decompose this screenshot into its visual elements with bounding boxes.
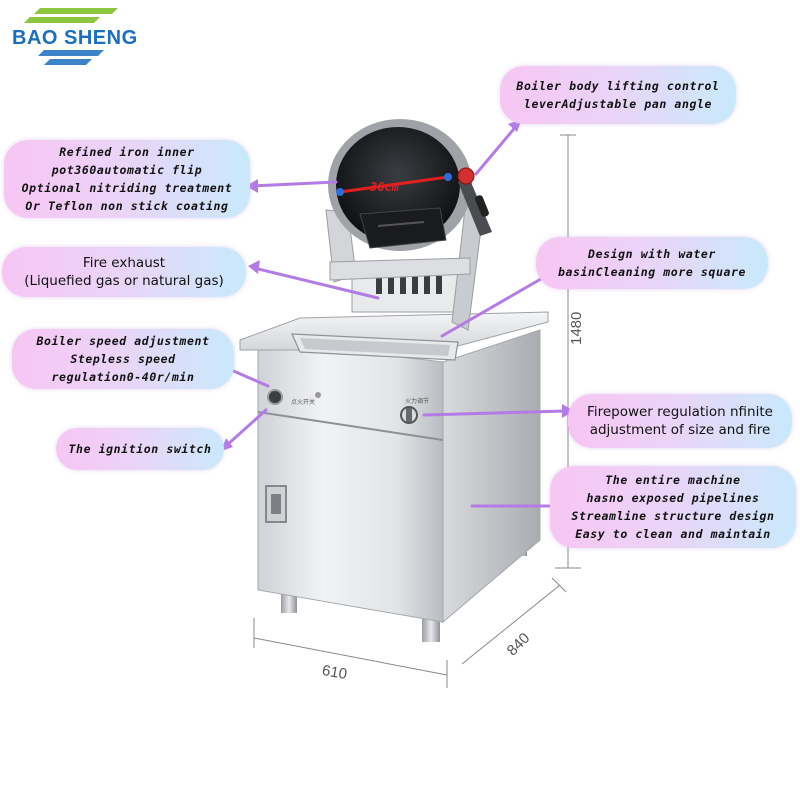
arrow-exhaust	[252, 266, 380, 300]
door-latch	[271, 494, 281, 514]
callout-structure-line-4: Easy to clean and maintain	[575, 527, 771, 541]
callout-pot-line-4: Or Teflon non stick coating	[25, 199, 229, 213]
callout-basin-line-1: Design with water	[588, 247, 716, 261]
callout-lever-line-2: leverAdjustable pan angle	[523, 97, 713, 111]
callout-structure-line-1: The entire machine	[605, 473, 741, 487]
callout-structure-line-3: Streamline structure design	[571, 509, 775, 523]
pot-paddle-edge	[377, 221, 425, 227]
water-basin-inner	[300, 338, 450, 356]
callout-structure-line-2: hasno exposed pipelines	[586, 491, 760, 505]
pot-diameter-line	[339, 175, 449, 194]
arrow-pot	[250, 180, 338, 188]
callout-pot-line-3: Optional nitriding treatment	[21, 181, 233, 195]
panel-label-left: 点火开关	[291, 398, 315, 406]
arrow-lever	[474, 122, 520, 176]
arrow-ignition	[224, 408, 268, 448]
lever-grip[interactable]	[474, 194, 490, 217]
callout-exhaust-line-1: Fire exhaust	[82, 255, 166, 271]
cabinet-side	[442, 329, 541, 624]
callout-structure: The entire machine hasno exposed pipelin…	[550, 466, 796, 548]
cabinet-front	[257, 339, 444, 623]
frame-crossbar	[329, 257, 471, 281]
arrow-basin	[440, 274, 548, 338]
callout-exhaust: Fire exhaust (Liquefied gas or natural g…	[2, 247, 246, 297]
lever-knob[interactable]	[457, 167, 475, 185]
pot-paddle	[359, 207, 447, 249]
height-dimension-label: 1480	[568, 311, 585, 345]
callout-speed-line-2: Stepless speed	[70, 352, 176, 366]
logo-text: BAO SHENG	[12, 27, 138, 49]
callout-exhaust-line-2: (Liquefied gas or natural gas)	[24, 273, 224, 289]
callout-ignition: The ignition switch	[56, 428, 224, 470]
control-lever[interactable]	[458, 175, 492, 236]
callout-speed: Boiler speed adjustment Stepless speed r…	[12, 329, 234, 389]
diameter-end-right	[444, 173, 452, 181]
arrowhead-ignition	[221, 438, 233, 451]
arrowhead-exhaust	[248, 260, 260, 274]
callout-pot-line-2: pot360automatic flip	[51, 163, 203, 177]
depth-tick-top	[551, 577, 567, 593]
callout-ignition-line-1: The ignition switch	[68, 442, 212, 456]
ignition-knob[interactable]	[267, 389, 283, 405]
panel-indicator	[315, 392, 321, 398]
logo-stripes-icon	[24, 8, 118, 65]
callout-lever-line-1: Boiler body lifting control	[516, 79, 720, 93]
arrow-firepower	[422, 409, 568, 417]
callout-speed-line-3: regulation0-40r/min	[51, 370, 195, 384]
diameter-end-left	[336, 188, 344, 196]
callout-pot-line-1: Refined iron inner	[59, 145, 195, 159]
callout-basin: Design with water basinCleaning more squ…	[536, 237, 768, 289]
callout-lever: Boiler body lifting control leverAdjusta…	[500, 66, 736, 124]
callout-firepower-line-2: adjustment of size and fire	[589, 422, 771, 438]
callout-basin-line-2: basinCleaning more square	[557, 265, 747, 279]
callout-firepower: Firepower regulation nfinite adjustment …	[568, 394, 792, 448]
burner-grille	[376, 276, 442, 294]
callout-firepower-line-1: Firepower regulation nfinite	[587, 404, 773, 420]
depth-dimension-line	[461, 584, 561, 665]
callout-pot: Refined iron inner pot360automatic flip …	[4, 140, 250, 218]
callout-speed-line-1: Boiler speed adjustment	[36, 334, 210, 348]
callout-arrows	[220, 122, 568, 508]
width-dimension-line	[253, 637, 448, 676]
firepower-knob-grip	[406, 408, 412, 422]
arrowhead-pot	[246, 179, 258, 193]
door-seam	[257, 411, 444, 441]
panel-label-right: 火力调节	[405, 397, 429, 405]
pot-diameter-label: 36cm	[369, 180, 400, 194]
